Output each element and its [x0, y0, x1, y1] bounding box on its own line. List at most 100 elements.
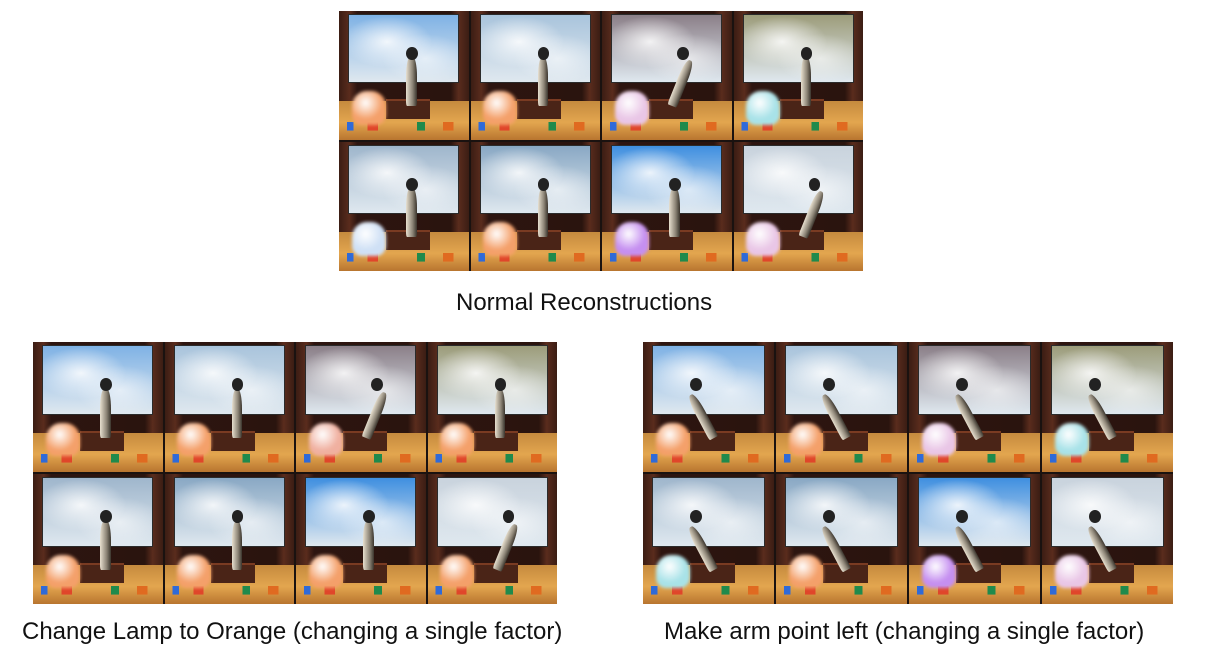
reconstruction-tile — [1042, 342, 1173, 472]
sky-screen — [785, 344, 898, 415]
reconstruction-tile — [339, 142, 469, 271]
sky-screen — [436, 344, 548, 415]
robot-arm-head — [100, 510, 112, 524]
robot-arm-head — [669, 178, 681, 192]
sky-screen — [918, 476, 1031, 547]
sky-screen — [479, 13, 591, 84]
lamp-cube — [45, 554, 80, 589]
reconstruction-tile — [909, 474, 1040, 604]
robot-arm-head — [363, 510, 375, 524]
robot-arm — [406, 57, 417, 107]
sky-screen — [652, 344, 765, 415]
reconstruction-tile — [776, 342, 907, 472]
robot-arm-head — [231, 378, 244, 392]
reconstruction-tile — [427, 342, 557, 472]
robot-arm-head — [502, 510, 515, 524]
robot-arm-head — [677, 47, 689, 61]
robot-arm-head — [823, 510, 835, 524]
sky-screen — [436, 476, 548, 547]
lamp-cube — [483, 91, 518, 125]
robot-arm-head — [956, 510, 968, 524]
robot-arm — [231, 388, 243, 439]
lamp-cube — [922, 422, 957, 457]
sky-screen — [42, 344, 154, 415]
sky-screen — [918, 344, 1031, 415]
reconstruction-tile — [339, 11, 469, 140]
normal-reconstructions-grid — [339, 11, 863, 271]
lamp-cube — [440, 554, 475, 589]
sky-screen — [652, 476, 765, 547]
sky-screen — [611, 144, 723, 215]
reconstruction-tile — [427, 474, 557, 604]
lamp-cube — [1055, 422, 1090, 457]
robot-arm-head — [690, 378, 702, 392]
lamp-orange-grid — [33, 342, 557, 604]
lamp-cube — [746, 222, 781, 256]
lamp-cube — [656, 554, 691, 589]
robot-arm-head — [537, 47, 550, 61]
robot-arm — [406, 188, 417, 238]
robot-arm-head — [1089, 378, 1101, 392]
robot-arm — [537, 57, 549, 107]
arm-left-grid — [643, 342, 1173, 604]
robot-arm-head — [494, 378, 507, 392]
robot-arm-head — [100, 378, 112, 392]
robot-arm — [669, 188, 680, 238]
robot-arm-head — [800, 47, 813, 61]
caption-normal-reconstructions: Normal Reconstructions — [456, 289, 713, 316]
reconstruction-tile — [296, 342, 426, 472]
lamp-cube — [746, 91, 781, 125]
robot-arm-head — [690, 510, 702, 524]
sky-screen — [173, 344, 285, 415]
reconstruction-tile — [643, 474, 774, 604]
lamp-cube — [177, 554, 212, 589]
robot-arm — [100, 388, 111, 439]
reconstruction-tile — [164, 342, 294, 472]
lamp-cube — [656, 422, 691, 457]
lamp-cube — [1055, 554, 1090, 589]
reconstruction-tile — [776, 474, 907, 604]
robot-arm-head — [808, 178, 821, 192]
sky-screen — [785, 476, 898, 547]
sky-screen — [742, 144, 854, 215]
reconstruction-tile — [733, 142, 863, 271]
robot-arm-head — [231, 510, 244, 524]
reconstruction-tile — [602, 11, 732, 140]
lamp-cube — [45, 422, 80, 457]
reconstruction-tile — [643, 342, 774, 472]
robot-arm — [231, 520, 243, 571]
reconstruction-tile — [733, 11, 863, 140]
lamp-cube — [789, 554, 824, 589]
reconstruction-tile — [164, 474, 294, 604]
lamp-cube — [614, 222, 649, 256]
sky-screen — [305, 344, 417, 415]
reconstruction-tile — [296, 474, 426, 604]
sky-screen — [1051, 476, 1164, 547]
lamp-cube — [177, 422, 212, 457]
sky-screen — [348, 13, 460, 84]
sky-screen — [1051, 344, 1164, 415]
reconstruction-tile — [33, 342, 163, 472]
sky-screen — [305, 476, 417, 547]
reconstruction-tile — [470, 142, 600, 271]
robot-arm-head — [371, 378, 383, 392]
reconstruction-tile — [33, 474, 163, 604]
lamp-cube — [440, 422, 475, 457]
robot-arm — [537, 188, 549, 238]
reconstruction-tile — [909, 342, 1040, 472]
robot-arm-head — [956, 378, 968, 392]
robot-arm — [494, 388, 506, 439]
lamp-cube — [308, 422, 343, 457]
sky-screen — [611, 13, 723, 84]
caption-arm-left: Make arm point left (changing a single f… — [664, 618, 1145, 645]
lamp-cube — [789, 422, 824, 457]
robot-arm-head — [1089, 510, 1101, 524]
reconstruction-tile — [470, 11, 600, 140]
sky-screen — [42, 476, 154, 547]
sky-screen — [348, 144, 460, 215]
robot-arm — [363, 520, 374, 571]
reconstruction-tile — [1042, 474, 1173, 604]
robot-arm-head — [406, 178, 418, 192]
robot-arm-head — [406, 47, 418, 61]
robot-arm-head — [537, 178, 550, 192]
